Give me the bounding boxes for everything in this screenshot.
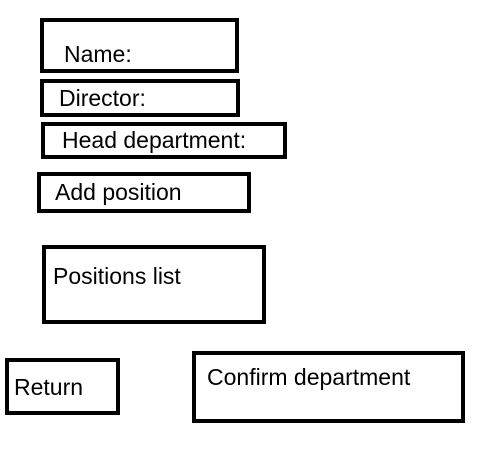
add-position-label: Add position	[55, 179, 182, 205]
return-button[interactable]: Return	[5, 358, 120, 415]
head-department-field[interactable]: Head department:	[41, 122, 287, 159]
head-department-label: Head department:	[62, 127, 247, 153]
name-field[interactable]: Name:	[40, 18, 239, 73]
confirm-department-label: Confirm department	[207, 364, 411, 390]
add-position-button[interactable]: Add position	[37, 172, 251, 213]
return-label: Return	[14, 374, 84, 400]
positions-list[interactable]: Positions list	[42, 245, 266, 324]
director-label: Director:	[59, 85, 146, 111]
positions-list-label: Positions list	[53, 263, 181, 289]
director-field[interactable]: Director:	[40, 79, 240, 117]
name-label: Name:	[64, 41, 132, 67]
confirm-department-button[interactable]: Confirm department	[192, 351, 465, 423]
